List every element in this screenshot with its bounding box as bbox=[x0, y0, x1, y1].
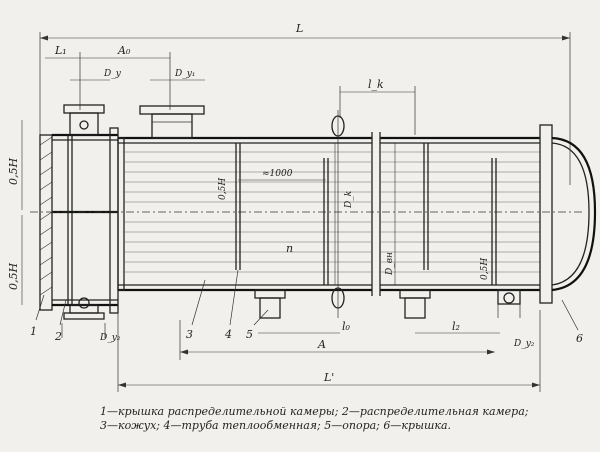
label-A: A bbox=[317, 338, 326, 351]
dim-half-H-left: 0,5H 0,5H bbox=[7, 120, 23, 305]
label-halfH-top: 0,5H bbox=[7, 158, 20, 185]
bottom-dims: l₀ l₂ A L' D_y₂ D_y₂ bbox=[99, 310, 541, 392]
label-Dy2-right: D_y₂ bbox=[513, 339, 535, 349]
label-halfH-bot: 0,5H bbox=[7, 263, 20, 290]
part-label-4: 4 bbox=[224, 328, 232, 341]
dim-Lk: l_k bbox=[339, 78, 416, 135]
caption-line-1: 1—крышка распределительной камеры; 2—рас… bbox=[100, 405, 529, 418]
supports bbox=[254, 289, 431, 319]
dim-L: L bbox=[39, 22, 571, 185]
end-cover bbox=[497, 124, 597, 331]
part-label-3: 3 bbox=[186, 328, 193, 341]
label-L1: L₁ bbox=[54, 44, 67, 57]
label-n: n bbox=[286, 242, 293, 255]
label-halfH-in2: 0,5H bbox=[480, 258, 490, 280]
label-Dy1: D_y₁ bbox=[174, 69, 195, 79]
shell bbox=[117, 105, 540, 296]
lifting-lug bbox=[331, 110, 345, 318]
label-Lprime: L' bbox=[323, 371, 334, 384]
label-Lk: l_k bbox=[368, 78, 384, 91]
label-Dy2-left: D_y₂ bbox=[99, 333, 121, 343]
part-label-6: 6 bbox=[576, 332, 583, 345]
label-pitch: ≈1000 bbox=[262, 169, 293, 179]
label-l0: l₀ bbox=[342, 320, 351, 333]
part-label-5: 5 bbox=[246, 328, 253, 341]
baffles bbox=[235, 143, 497, 285]
label-l2: l₂ bbox=[452, 320, 460, 333]
label-Dk: D_k bbox=[344, 191, 354, 209]
part-label-2: 2 bbox=[54, 330, 62, 343]
part-callouts: 1 2 3 4 5 6 bbox=[30, 269, 583, 345]
label-Dy: D_y bbox=[103, 69, 122, 79]
distribution-chamber bbox=[52, 104, 119, 338]
tube-bundle bbox=[30, 151, 585, 273]
caption: 1—крышка распределительной камеры; 2—рас… bbox=[100, 405, 580, 433]
label-L: L bbox=[295, 22, 303, 35]
part-label-1: 1 bbox=[30, 325, 37, 338]
chamber-cover bbox=[39, 134, 53, 311]
inner-dims: ≈1000 0,5H 0,5H D_k D_вн n bbox=[218, 143, 490, 285]
label-Dvn: D_вн bbox=[385, 252, 395, 276]
label-halfH-in1: 0,5H bbox=[218, 178, 228, 200]
label-A0: A₀ bbox=[117, 44, 131, 57]
dim-Dy: D_y D_y₁ bbox=[70, 69, 205, 81]
caption-line-2: 3—кожух; 4—труба теплообменная; 5—опора;… bbox=[100, 419, 451, 432]
dim-L1-A0: L₁ A₀ bbox=[45, 44, 171, 110]
